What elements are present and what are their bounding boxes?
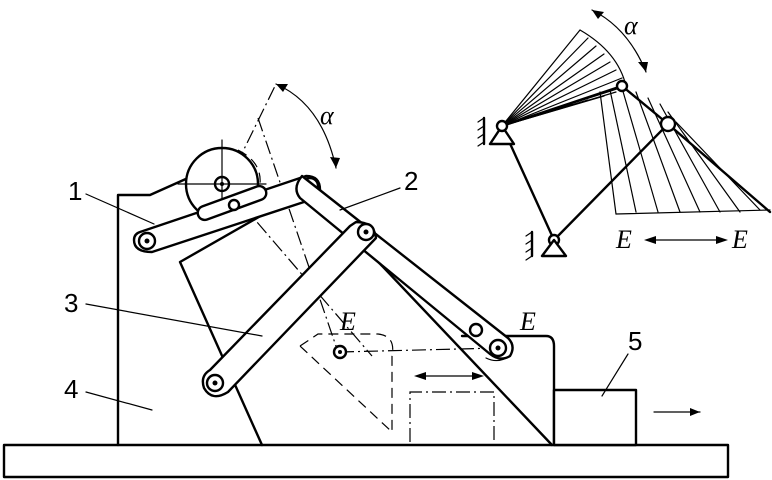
slider-dashed-block bbox=[409, 391, 495, 442]
workpiece-part-5 bbox=[552, 388, 638, 447]
link-part-3 bbox=[201, 220, 378, 398]
inset-ground-pivot-upper bbox=[477, 116, 516, 147]
point-e-marker bbox=[332, 344, 348, 360]
label-inset-e-left: E bbox=[615, 225, 632, 254]
label-part-2: 2 bbox=[404, 166, 418, 196]
inset-ground-pivot-lower bbox=[525, 230, 568, 261]
label-angle-inset: α bbox=[624, 11, 639, 40]
label-part-3: 3 bbox=[64, 288, 78, 318]
label-angle-main: α bbox=[320, 101, 335, 130]
inset-kinematic-diagram bbox=[477, 9, 772, 261]
label-part-4: 4 bbox=[64, 374, 78, 404]
inset-fan-lines-lower bbox=[599, 87, 771, 215]
label-part-1: 1 bbox=[68, 176, 82, 206]
label-part-5: 5 bbox=[628, 326, 642, 356]
link-part-2 bbox=[295, 174, 514, 362]
leader-lines bbox=[85, 187, 629, 411]
label-inset-e-right: E bbox=[731, 225, 748, 254]
label-point-e-left: E bbox=[339, 307, 356, 336]
reciprocation-arrow bbox=[414, 372, 484, 380]
angle-arc-main bbox=[275, 83, 340, 169]
stroke-outline-dashed bbox=[299, 333, 394, 434]
base-plate bbox=[2, 443, 730, 479]
label-point-e-right: E bbox=[519, 307, 536, 336]
inset-fan-lines-upper bbox=[501, 29, 627, 127]
motion-arrow-right bbox=[653, 408, 701, 416]
